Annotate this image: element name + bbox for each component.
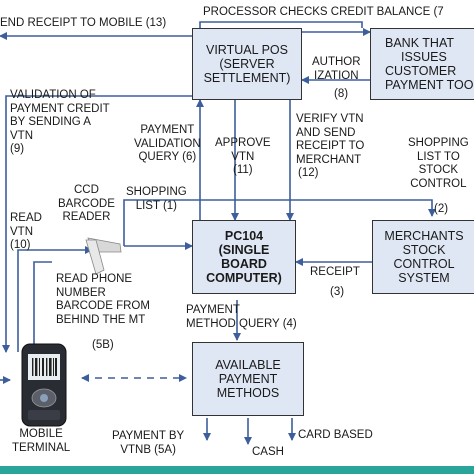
label-authorization: AUTHOR IZATION: [312, 56, 361, 83]
bottom-stripe: [0, 466, 474, 474]
label-line: VALIDATION: [134, 137, 201, 150]
label-line: SETTLEMENT): [203, 71, 291, 85]
label-verify-vtn: VERIFY VTN AND SEND RECEIPT TO MERCHANT …: [296, 113, 364, 181]
label-line: PAYMENT BY: [112, 430, 185, 442]
label-line: BY SENDING A: [10, 116, 91, 128]
label-line: CUSTOMER: [385, 64, 457, 78]
label-line: LIST (1): [135, 199, 178, 212]
label-receipt: RECEIPT: [310, 266, 360, 278]
label-line: CONTROL: [393, 257, 455, 271]
arrow-shopping-list: [123, 199, 436, 246]
label-line: APPROVE: [215, 137, 271, 149]
label-line: MOBILE: [19, 428, 63, 440]
pc104-box: PC104 (SINGLE BOARD COMPUTER): [192, 220, 296, 294]
label-line: METHOD QUERY (4): [186, 317, 297, 330]
label-line: READ: [10, 212, 42, 224]
label-line: (12): [298, 167, 319, 179]
mobile-terminal-icon: [21, 343, 67, 427]
label-read-phone: READ PHONE NUMBER BARCODE FROM BEHIND TH…: [56, 273, 150, 327]
label-shopping-list-stock-num: (2): [434, 203, 449, 215]
label-line: VTN: [10, 225, 33, 238]
label-line: TERMINAL: [12, 441, 71, 454]
label-send-receipt-mobile: END RECEIPT TO MOBILE (13): [0, 17, 167, 29]
label-line: COMPUTER): [206, 271, 282, 285]
label-payment-validation-query: PAYMENT VALIDATION QUERY (6): [134, 124, 201, 165]
label-line: PC104: [224, 229, 264, 243]
label-line: CCD: [73, 184, 99, 196]
label-read-vtn: READ VTN (10): [10, 212, 42, 253]
label-ccd-reader: CCD BARCODE READER: [58, 184, 115, 225]
virtual-pos-box: VIRTUAL POS (SERVER SETTLEMENT): [192, 28, 302, 100]
label-read-phone-num: (5B): [92, 339, 114, 351]
label-line: METHODS: [216, 386, 280, 400]
label-line: BEHIND THE MT: [56, 313, 146, 326]
label-line: STOCK: [418, 164, 459, 176]
label-line: VIRTUAL POS: [206, 43, 288, 57]
label-line: (SINGLE: [218, 243, 270, 257]
arrow-read-phone: [33, 261, 52, 352]
barcode-reader-icon: [85, 237, 122, 275]
label-line: MERCHANT: [296, 153, 362, 166]
label-line: SYSTEM: [398, 271, 450, 285]
label-line: AND SEND: [296, 126, 356, 139]
label-validation-num: (9): [10, 143, 25, 155]
arrow-read-vtn: [17, 246, 93, 352]
label-line: NUMBER: [56, 286, 106, 299]
arrow-validation-vtn: [2, 95, 192, 353]
label-line: VTN: [231, 150, 255, 163]
label-line: (11): [233, 164, 253, 176]
label-line: VTN: [10, 129, 33, 142]
label-line: BANK THAT: [385, 36, 454, 50]
label-line: AVAILABLE: [215, 358, 281, 372]
label-shopping-list-stock: SHOPPING LIST TO STOCK CONTROL: [408, 137, 469, 191]
label-payment-by-vtnb: PAYMENT BY VTNB (5A): [112, 430, 184, 457]
label-line: IZATION: [314, 69, 359, 82]
label-mobile-terminal: MOBILE TERMINAL: [12, 428, 70, 455]
label-line: (10): [10, 239, 31, 251]
arrow-processor-checks: [199, 21, 363, 28]
label-line: BARCODE: [58, 197, 115, 210]
label-line: MERCHANTS: [384, 229, 464, 243]
label-line: VALIDATION OF: [10, 89, 96, 101]
label-line: CONTROL: [410, 177, 467, 190]
label-line: LIST TO: [416, 150, 460, 163]
label-line: BARCODE FROM: [56, 300, 150, 312]
label-shopping-list-1: SHOPPING LIST (1): [126, 186, 187, 213]
label-line: STOCK: [402, 243, 446, 257]
label-line: RECEIPT TO: [296, 140, 365, 152]
label-line: ISSUES: [401, 50, 447, 64]
label-line: PAYMENT: [186, 304, 240, 316]
label-line: QUERY (6): [138, 151, 197, 163]
label-line: SHOPPING: [408, 137, 469, 149]
label-payment-method-query: PAYMENT METHOD QUERY (4): [186, 304, 297, 331]
label-line: (SERVER: [219, 57, 275, 71]
label-line: READ PHONE: [56, 273, 133, 285]
label-line: AUTHOR: [312, 56, 361, 68]
label-cash: CASH: [252, 446, 284, 458]
label-line: PAYMENT CREDIT: [10, 102, 110, 115]
label-authorization-num: (8): [334, 88, 349, 100]
bank-box: BANK THAT ISSUES CUSTOMER PAYMENT TOO: [370, 28, 474, 100]
merchants-stock-box: MERCHANTS STOCK CONTROL SYSTEM: [372, 220, 474, 294]
label-line: PAYMENT: [140, 124, 195, 136]
label-processor-checks: PROCESSOR CHECKS CREDIT BALANCE (7: [203, 6, 444, 18]
label-line: PAYMENT: [218, 372, 278, 386]
label-validation-payment: VALIDATION OF PAYMENT CREDIT BY SENDING …: [10, 89, 110, 143]
label-receipt-num: (3): [330, 286, 345, 298]
label-line: VERIFY VTN: [296, 113, 364, 125]
label-card-based: CARD BASED: [298, 429, 373, 441]
label-approve-vtn: APPROVE VTN (11): [215, 137, 271, 178]
available-payment-box: AVAILABLE PAYMENT METHODS: [192, 342, 304, 416]
label-line: BOARD: [221, 257, 267, 271]
label-line: PAYMENT TOO: [385, 78, 474, 92]
label-line: SHOPPING: [126, 186, 187, 198]
label-line: READER: [62, 211, 111, 223]
label-line: VTNB (5A): [120, 443, 176, 456]
